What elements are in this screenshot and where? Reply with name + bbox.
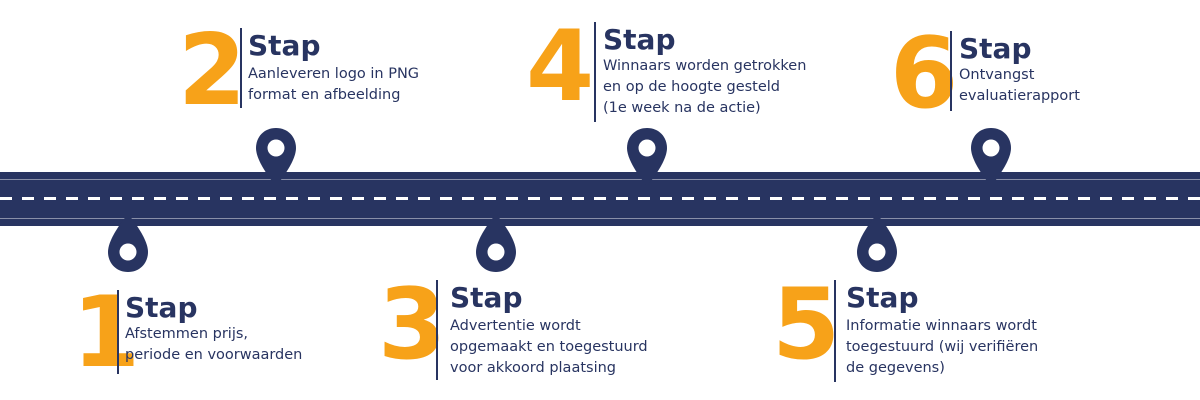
step-4: 4 Stap Winnaars worden getrokken en op d… (526, 18, 826, 123)
step-title: Stap (959, 32, 1032, 65)
step-description: Afstemmen prijs, periode en voorwaarden (125, 326, 303, 363)
step-1: 1 Stap Afstemmen prijs, periode en voorw… (72, 276, 332, 390)
step-number: 2 (178, 14, 247, 128)
step-divider (436, 280, 438, 380)
step-number: 3 (378, 268, 447, 382)
map-pin-icon-step-6 (969, 126, 1013, 188)
step-6: 6 Stap Ontvangst evaluatierapport (890, 25, 1110, 123)
step-description: Aanleveren logo in PNG format en afbeeld… (248, 66, 420, 103)
road-center-line (0, 197, 1200, 200)
step-title: Stap (125, 291, 198, 324)
step-title: Stap (248, 29, 321, 62)
step-2: 2 Stap Aanleveren logo in PNG format en … (178, 22, 438, 120)
step-title: Stap (450, 281, 523, 314)
step-number: 5 (772, 268, 841, 382)
road-edge-top (0, 179, 1200, 180)
step-divider (240, 28, 242, 108)
map-pin-icon-step-4 (625, 126, 669, 188)
step-divider (594, 22, 596, 122)
step-number: 4 (526, 10, 595, 124)
road (0, 172, 1200, 226)
step-description: Advertentie wordt opgemaakt en toegestuu… (450, 318, 648, 376)
step-description: Ontvangst evaluatierapport (959, 67, 1080, 104)
step-description: Winnaars worden getrokken en op de hoogt… (603, 58, 807, 116)
step-title: Stap (603, 23, 676, 56)
step-5: 5 Stap Informatie winnaars wordt toegest… (772, 276, 1072, 386)
step-divider (950, 31, 952, 111)
step-3: 3 Stap Advertentie wordt opgemaakt en to… (378, 276, 678, 381)
map-pin-icon-step-3 (474, 212, 518, 274)
step-number: 1 (72, 276, 141, 390)
road-edge-bottom (0, 218, 1200, 219)
step-description: Informatie winnaars wordt toegestuurd (w… (846, 318, 1039, 376)
step-title: Stap (846, 281, 919, 314)
map-pin-icon-step-5 (855, 212, 899, 274)
step-divider (117, 290, 119, 374)
map-pin-icon-step-2 (254, 126, 298, 188)
map-pin-icon-step-1 (106, 212, 150, 274)
step-divider (834, 280, 836, 382)
step-number: 6 (890, 17, 959, 131)
